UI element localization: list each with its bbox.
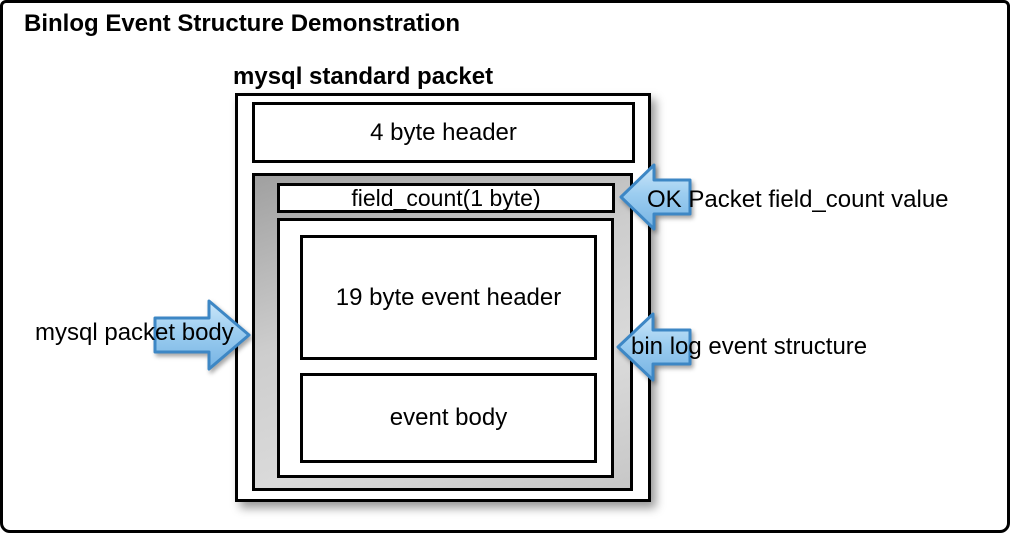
event-body-label: event body (389, 404, 508, 431)
binlog-event-annotation: bin log event structure (631, 333, 868, 360)
page-title: Binlog Event Structure Demonstration (24, 10, 461, 37)
four-byte-header-label: 4 byte header (370, 118, 517, 146)
mysql-packet-body-annotation: mysql packet body (35, 319, 234, 346)
arrow-left-icon (619, 163, 692, 231)
event-body-box: event body (300, 373, 597, 463)
mysql-standard-packet-label: mysql standard packet (233, 63, 494, 90)
ok-packet-annotation: OK Packet field_count value (647, 186, 949, 213)
four-byte-header-box: 4 byte header (252, 102, 635, 163)
event-header-label: 19 byte event header (335, 283, 562, 311)
event-header-box: 19 byte event header (300, 235, 597, 360)
arrow-left-icon (616, 312, 692, 382)
field-count-label: field_count(1 byte) (351, 185, 541, 211)
arrow-right-icon (153, 299, 251, 371)
field-count-box: field_count(1 byte) (277, 183, 615, 213)
